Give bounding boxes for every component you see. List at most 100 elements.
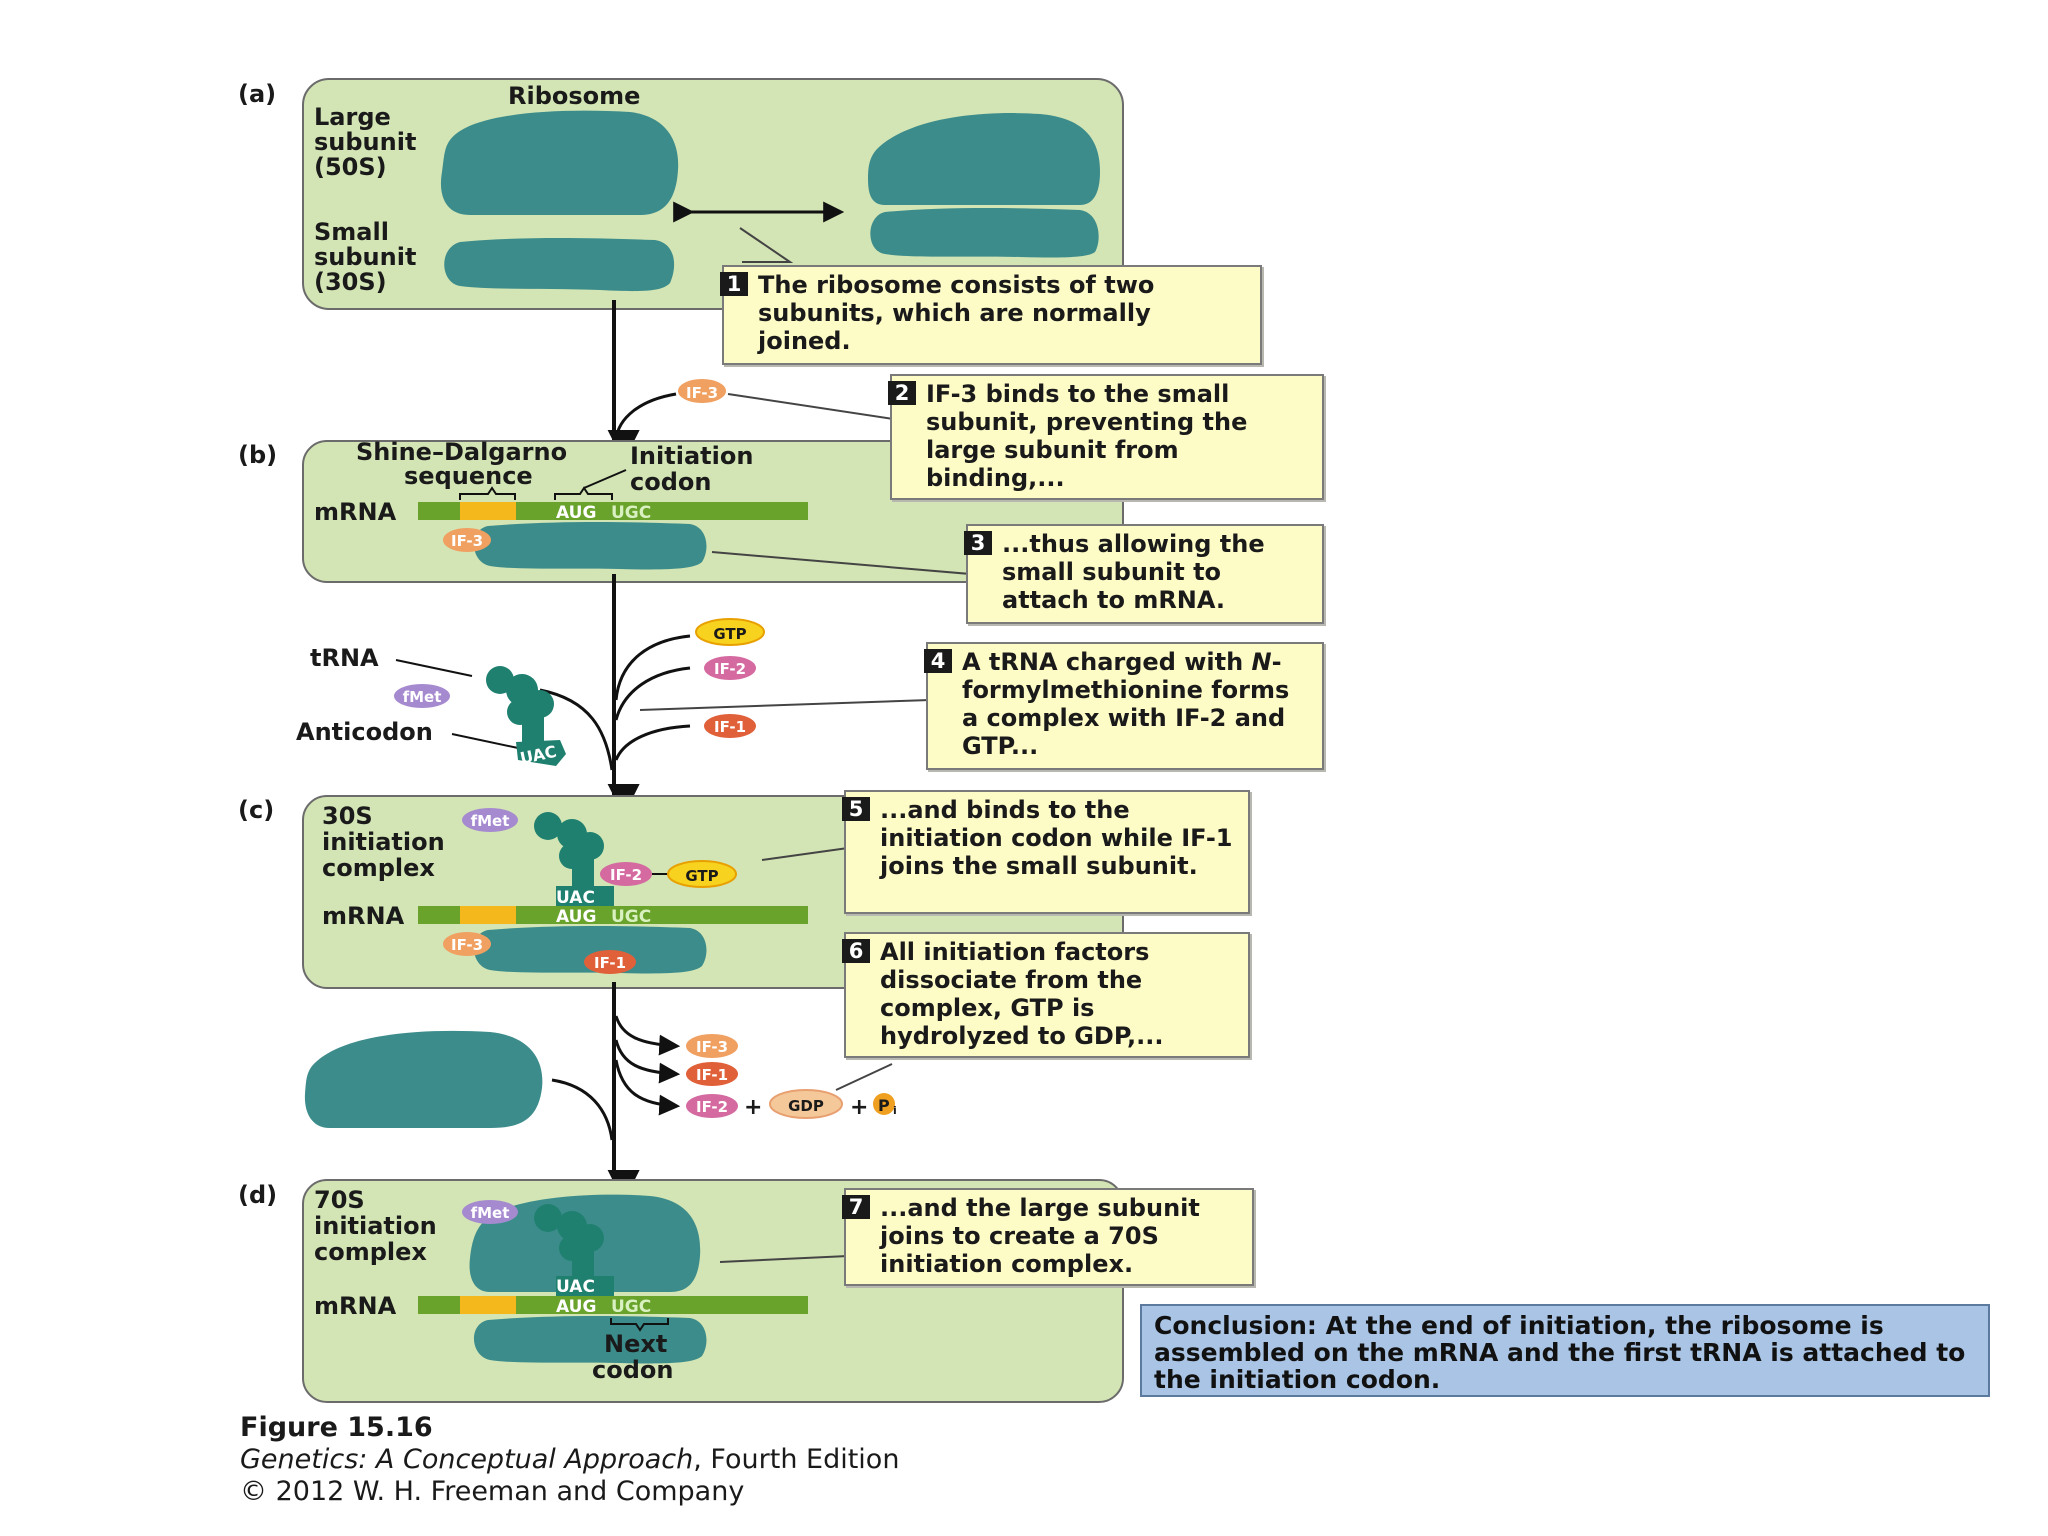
small-subunit-b <box>473 522 707 570</box>
step2-leader <box>727 393 903 431</box>
if3-factor-top <box>678 379 726 403</box>
plus-1: + <box>744 1095 762 1120</box>
large-join-curve <box>551 1078 614 1141</box>
small-subunit-d <box>473 1316 707 1364</box>
fmet-factor-c <box>462 808 518 832</box>
step-6-callout: 6 All initiation factors dissociate from… <box>842 932 1250 1058</box>
gtp-factor <box>695 618 765 646</box>
small-subunit-shape <box>444 238 675 292</box>
step4-leader <box>639 699 931 711</box>
release-if1-curve <box>614 1039 681 1084</box>
if3-factor-c <box>443 932 491 956</box>
anticodon-seq-d: UAC <box>556 1277 595 1297</box>
init-codon-label-1: Initiation <box>630 442 753 470</box>
step-4-text-b: -formylmethionine forms a complex with I… <box>962 648 1290 760</box>
shine-dalgarno-d <box>460 1296 516 1314</box>
joined-small-subunit <box>870 208 1099 258</box>
if2-factor-c <box>600 862 652 886</box>
if3-factor-b <box>443 528 491 552</box>
if2-factor-label: IF-2 <box>714 660 746 678</box>
panel-d-label-1: 70S <box>314 1186 365 1214</box>
fmet-factor-trna-label: fMet <box>403 688 442 706</box>
start-codon-d: AUG <box>556 1297 596 1317</box>
plus-2: + <box>850 1095 868 1120</box>
if3-join-curve <box>614 392 677 441</box>
small-subunit-c <box>473 926 707 974</box>
step-2-callout: 2 IF-3 binds to the small subunit, preve… <box>888 374 1324 500</box>
step-1-text: The ribosome consists of two subunits, w… <box>758 271 1155 355</box>
panel-b-letter: (b) <box>238 441 277 469</box>
step-7-callout: 7 ...and the large subunit joins to crea… <box>842 1188 1254 1286</box>
gtp-factor-label: GTP <box>713 625 746 643</box>
copyright-line: © 2012 W. H. Freeman and Company <box>240 1476 745 1507</box>
if3-factor-b-label: IF-3 <box>451 532 483 550</box>
panel-c-label-1: 30S <box>322 802 373 830</box>
if3-factor-c-label: IF-3 <box>451 936 483 954</box>
small-subunit-label-1: Small <box>314 218 389 246</box>
step-4-number: 4 <box>924 649 952 673</box>
figure-caption: Figure 15.16 Genetics: A Conceptual Appr… <box>240 1412 899 1508</box>
shine-dalgarno-c <box>460 906 516 924</box>
step-2-number: 2 <box>888 381 916 405</box>
if1-factor-c <box>584 950 636 974</box>
release-if2-curve <box>614 1059 681 1116</box>
gtp-factor-c-label: GTP <box>685 867 718 885</box>
step6-leader <box>835 1063 893 1091</box>
large-subunit-label-1: Large <box>314 103 391 131</box>
step-5-text: ...and binds to the initiation codon whi… <box>880 796 1233 880</box>
panel-a-letter: (a) <box>238 80 276 108</box>
step-5-callout: 5 ...and binds to the initiation codon w… <box>842 790 1250 914</box>
small-subunit-label-2: subunit <box>314 243 416 271</box>
step-3-text: ...thus allowing the small subunit to at… <box>1002 530 1265 614</box>
shine-dalgarno-b <box>460 502 516 520</box>
ribosome-title: Ribosome <box>508 82 640 110</box>
large-subunit-label-3: (50S) <box>314 153 387 181</box>
if3-factor-top-label: IF-3 <box>686 384 718 402</box>
step-4-text-italic: N <box>1251 648 1272 676</box>
trna-label: tRNA <box>310 644 379 672</box>
conclusion-box: Conclusion: At the end of initiation, th… <box>1140 1304 1990 1397</box>
anticodon-pointer <box>451 733 519 749</box>
book-edition: , Fourth Edition <box>693 1444 900 1475</box>
sd-brace <box>459 486 516 500</box>
if2-released <box>686 1094 738 1118</box>
pi-released-sub: i <box>893 1104 897 1117</box>
step-3-callout: 3 ...thus allowing the small subunit to … <box>964 524 1324 624</box>
trna-in-complex-c <box>534 812 614 906</box>
next-codon-brace <box>610 1318 669 1332</box>
if2-join-curve <box>614 666 691 721</box>
gdp-released <box>769 1089 843 1119</box>
joined-large-subunit <box>868 113 1100 205</box>
large-subunit-shape <box>440 110 679 215</box>
next-codon-label-1: Next <box>604 1330 667 1358</box>
step5-leader <box>761 847 849 861</box>
init-pointer <box>583 469 627 489</box>
panel-c-letter: (c) <box>238 796 274 824</box>
trna-molecule <box>486 666 566 766</box>
panel-d-label-2: initiation <box>314 1212 437 1240</box>
init-codon-label-2: codon <box>630 468 711 496</box>
step-7-number: 7 <box>842 1195 870 1219</box>
step-4-callout: 4 A tRNA charged with N-formylmethionine… <box>924 642 1324 770</box>
step-6-number: 6 <box>842 939 870 963</box>
sd-label-1: Shine–Dalgarno <box>356 438 567 466</box>
trna-in-complex-d <box>534 1204 614 1296</box>
pi-released <box>873 1093 895 1115</box>
panel-c-label-3: complex <box>322 854 435 882</box>
if1-join-curve <box>614 724 691 761</box>
small-subunit-label-3: (30S) <box>314 268 387 296</box>
mrna-label-b: mRNA <box>314 498 397 526</box>
fmet-factor-c-label: fMet <box>471 812 510 830</box>
release-if3-curve <box>614 1015 681 1056</box>
next-codon-d: UGC <box>611 1297 651 1317</box>
step-6-text: All initiation factors dissociate from t… <box>880 938 1164 1050</box>
book-title: Genetics: A Conceptual Approach <box>240 1444 694 1475</box>
step-4-text-a: A tRNA charged with <box>962 648 1252 676</box>
step-2-text: IF-3 binds to the small subunit, prevent… <box>926 380 1248 492</box>
figure-number: Figure 15.16 <box>240 1412 433 1443</box>
step-1-callout: 1 The ribosome consists of two subunits,… <box>720 265 1262 365</box>
gdp-released-label: GDP <box>788 1097 824 1115</box>
mrna-label-c: mRNA <box>322 902 405 930</box>
anticodon-seq-c: UAC <box>556 888 595 908</box>
gtp-factor-c <box>667 860 737 888</box>
